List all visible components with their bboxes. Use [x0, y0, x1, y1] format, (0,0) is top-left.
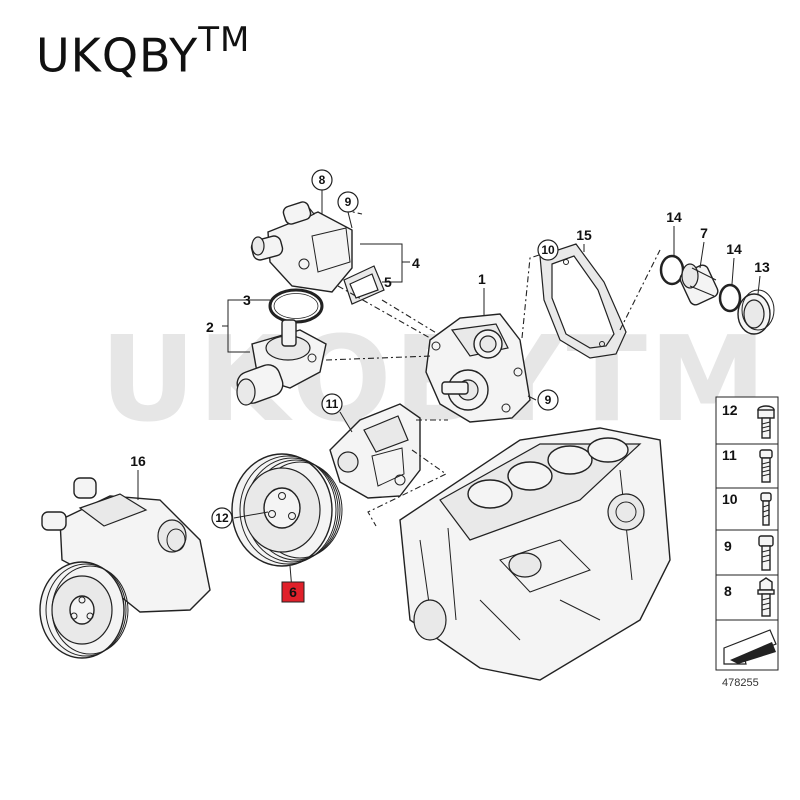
callout-2: 2 [206, 319, 214, 335]
callout-3: 3 [243, 292, 251, 308]
legend-label-8: 8 [724, 583, 732, 599]
diagram-reference-number: 478255 [722, 677, 759, 689]
callout-15: 15 [576, 227, 592, 243]
connection-line-gasket15-pipe [619, 249, 661, 331]
o-ring-14b [718, 283, 742, 313]
callout-12-circle [211, 507, 233, 529]
legend-label-9: 9 [724, 538, 732, 554]
bolt-8-icon [757, 577, 775, 617]
fastener-legend: 12 11 10 9 8 [715, 396, 779, 671]
gasket-15 [539, 243, 627, 359]
callout-11-circle [321, 393, 343, 415]
callout-10-circle [537, 239, 559, 261]
water-pump-1 [425, 313, 531, 423]
callout-8-circle [311, 169, 333, 191]
engine-block [399, 427, 671, 681]
callout-14a: 14 [666, 209, 682, 225]
arrow-icon [723, 629, 777, 665]
callout-6: 6 [289, 584, 297, 600]
bolt-10-icon [760, 492, 772, 526]
callout-16: 16 [130, 453, 146, 469]
legend-label-10: 10 [722, 491, 738, 507]
connection-line-gasket-pump [381, 299, 439, 335]
thermostat-housing-lower [236, 319, 327, 406]
callout-1: 1 [478, 271, 486, 287]
connection-line-bracket-block [367, 449, 448, 527]
callout-5: 5 [384, 274, 392, 290]
brand-name: UKQBY [36, 28, 199, 83]
connecting-pipe-7 [679, 263, 719, 306]
callout-10: 10 [541, 243, 555, 257]
bracket-11 [329, 403, 421, 499]
brand-trademark: TM [198, 20, 251, 60]
sleeve-13 [737, 289, 775, 335]
pulley-6 [231, 453, 343, 567]
callout-12: 12 [215, 511, 229, 525]
connection-line-housing-pump [337, 285, 431, 339]
callout-13: 13 [754, 259, 770, 275]
bolt-9-icon [758, 535, 774, 571]
gasket-5 [343, 265, 385, 305]
callout-9a: 9 [345, 195, 352, 209]
legend-label-11: 11 [722, 447, 737, 463]
callout-14b: 14 [726, 241, 742, 257]
callout-7: 7 [700, 225, 708, 241]
callout-9b: 9 [545, 393, 552, 407]
legend-label-12: 12 [722, 402, 738, 418]
callout-9a-circle [337, 191, 359, 213]
callout-11: 11 [326, 397, 339, 411]
bolt-12-icon [757, 405, 775, 439]
pump-assembly-16 [39, 477, 211, 659]
callout-4: 4 [412, 255, 420, 271]
bolt-11-icon [759, 449, 773, 483]
callout-9b-circle [537, 389, 559, 411]
callout-8: 8 [319, 173, 326, 187]
brand-logo: UKQBYTM [36, 20, 250, 83]
group-bracket-4 [360, 243, 403, 283]
connection-line-lower-pump [325, 355, 433, 361]
callout-6-highlight [281, 581, 305, 603]
thermostat-housing-upper [250, 201, 353, 293]
